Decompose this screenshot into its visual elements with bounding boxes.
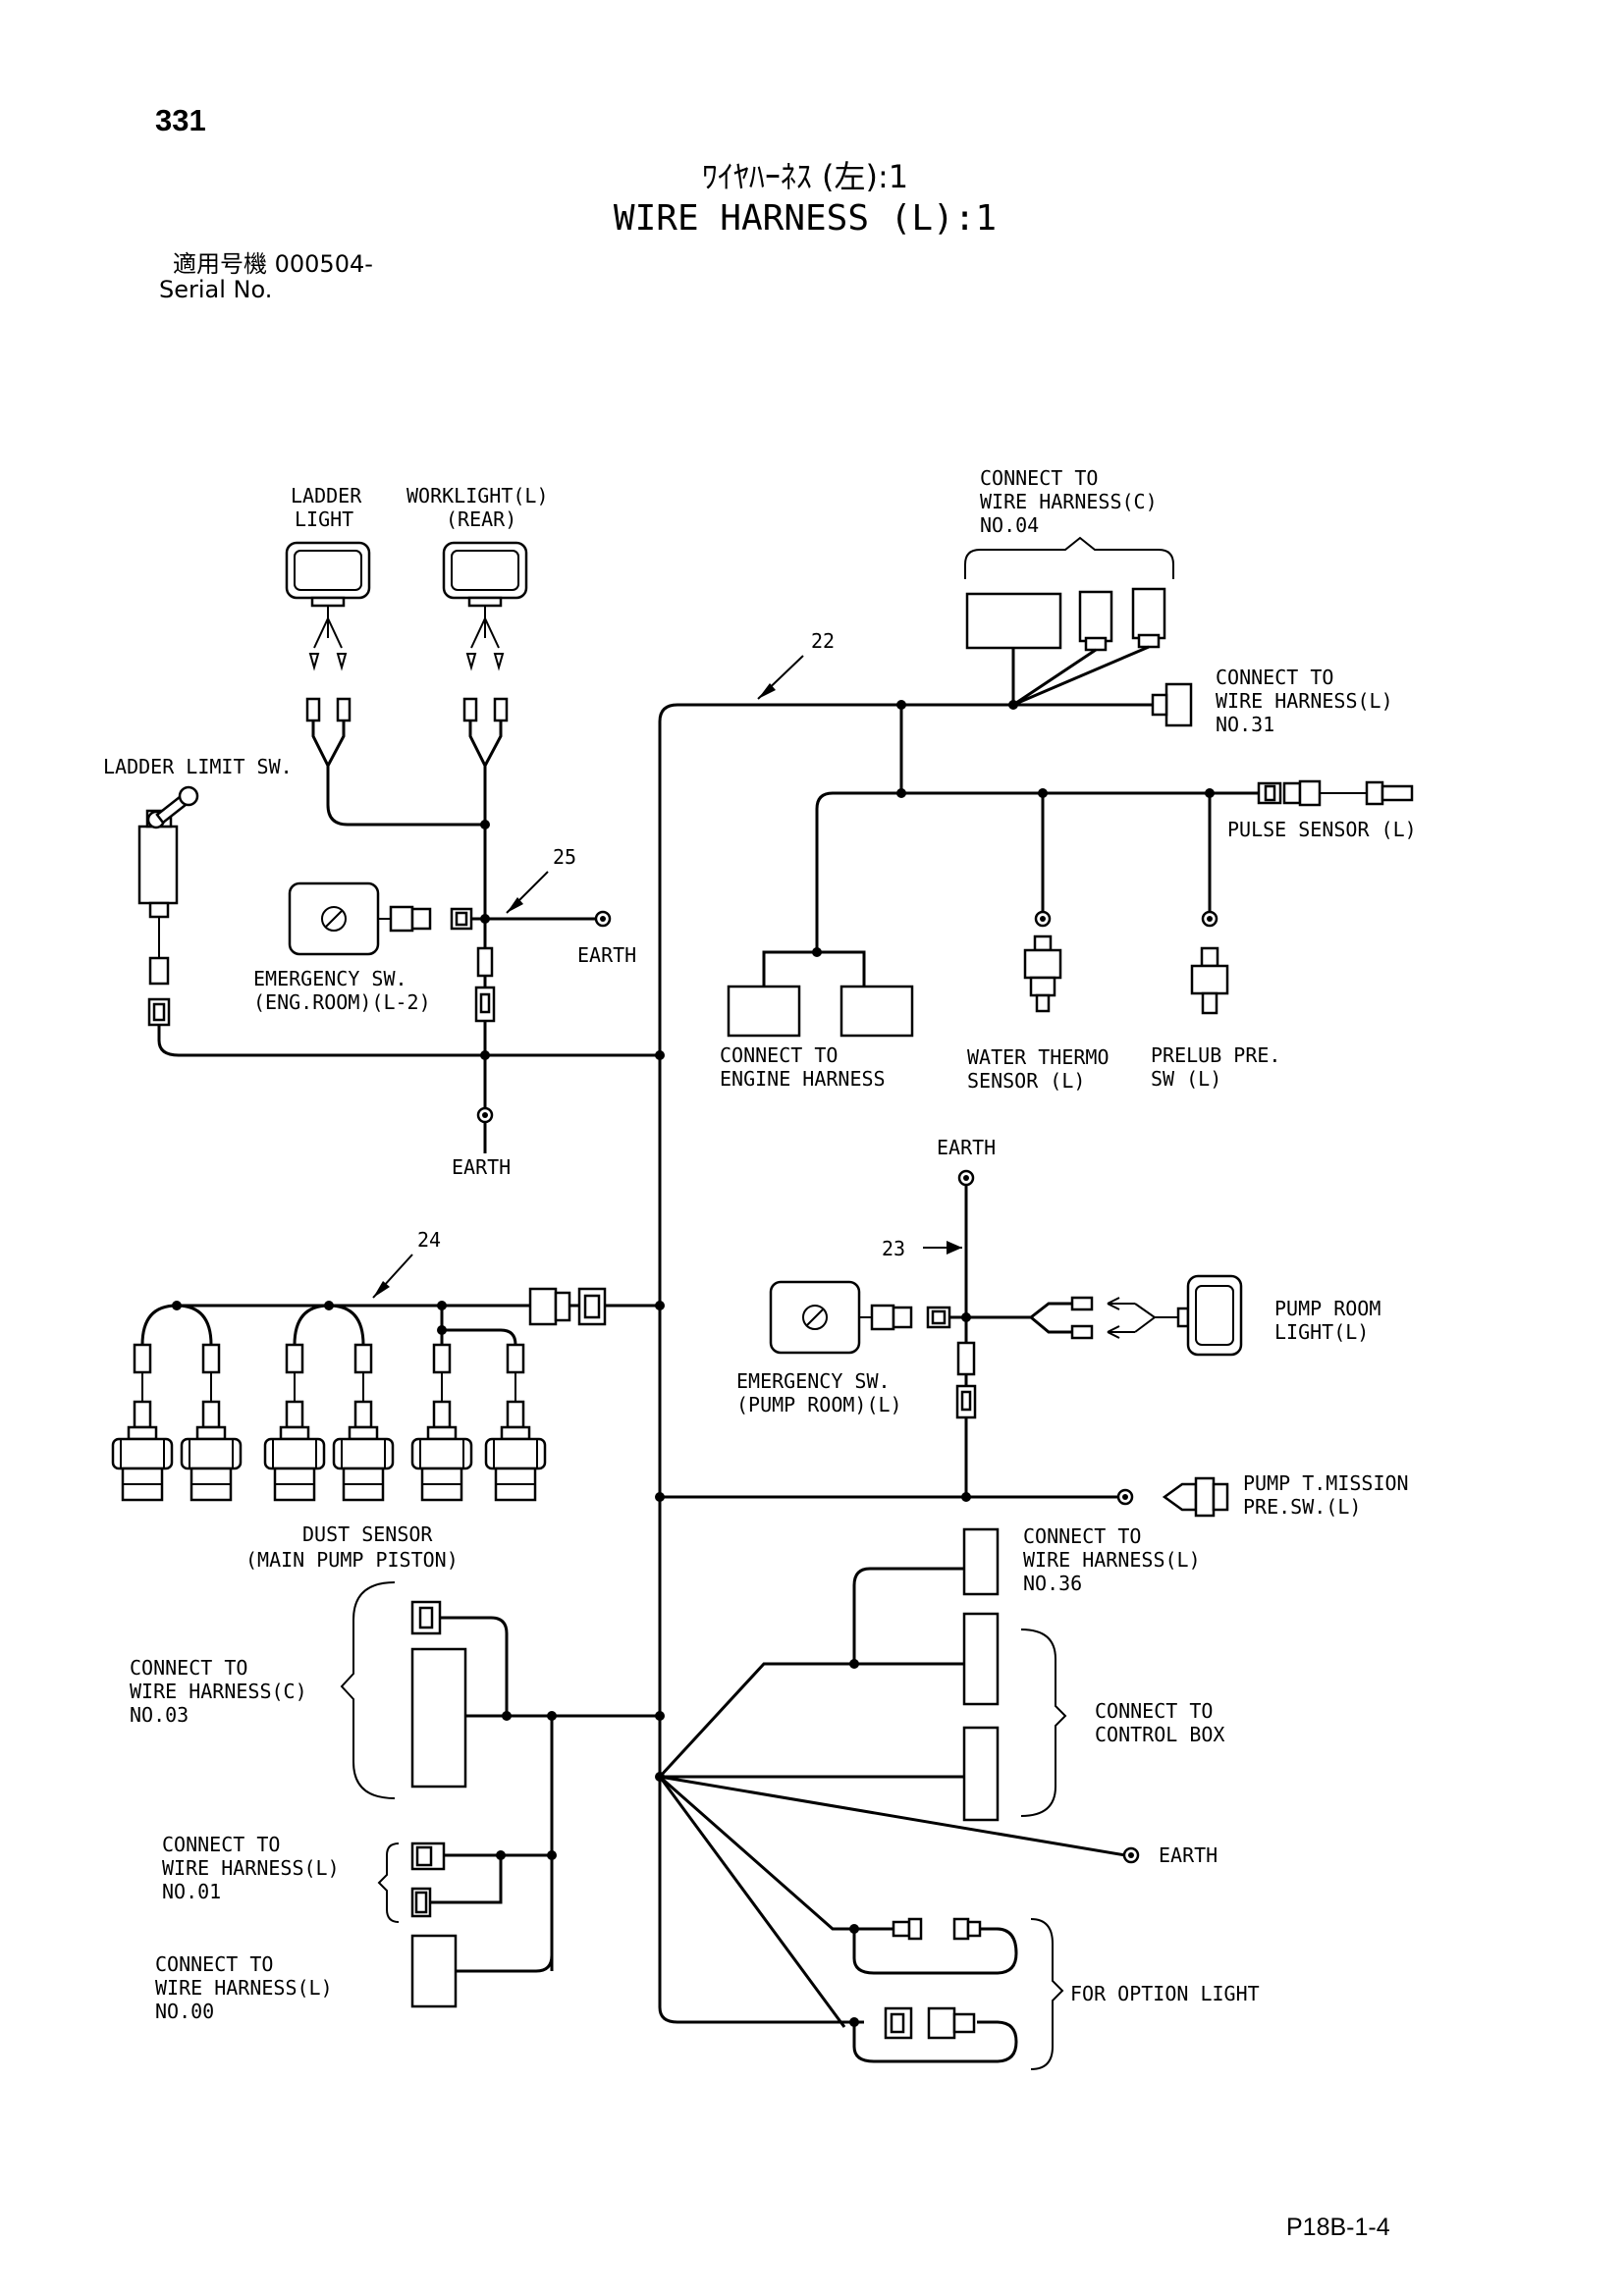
label-conn-l36-3: NO.36 [1023,1572,1082,1595]
label-conn-l01-1: CONNECT TO [162,1833,280,1856]
footer-code: P18B-1-4 [1286,2214,1390,2241]
dust-sensor [410,1343,473,1502]
label-worklight-1: WORKLIGHT(L) [406,484,549,507]
callout-25-label: 25 [553,845,576,869]
label-water-1: WATER THERMO [967,1045,1110,1069]
label-earth-upper: EARTH [577,943,636,967]
dust-sensor [111,1343,174,1502]
dust-sensor [484,1343,547,1502]
ladder-light [285,541,487,827]
page-number: 331 [155,103,206,137]
label-emerg-pump-2: (PUMP ROOM)(L) [736,1393,902,1416]
label-conn-l00-3: NO.00 [155,2000,214,2023]
label-conn-c04-3: NO.04 [980,513,1039,537]
wire-harness-c-no04 [964,536,1174,710]
callout-22: 22 [757,629,835,700]
label-prelub-1: PRELUB PRE. [1151,1043,1280,1067]
label-option-light: FOR OPTION LIGHT [1070,1982,1260,2005]
label-earth-lower: EARTH [452,1155,511,1179]
label-conn-c03-1: CONNECT TO [130,1656,247,1680]
serial-block: 適用号機 000504- Serial No. [159,251,373,302]
label-conn-l31-1: CONNECT TO [1216,666,1333,689]
dust-sensor [180,1343,243,1502]
label-prelub-2: SW (L) [1151,1067,1221,1091]
label-dust-1: DUST SENSOR [302,1522,433,1546]
water-thermo-sensor [1023,793,1062,1013]
label-pump-light-2: LIGHT(L) [1274,1320,1369,1344]
label-conn-eng-1: CONNECT TO [720,1043,838,1067]
label-conn-c04-1: CONNECT TO [980,466,1098,490]
label-conn-l01-2: WIRE HARNESS(L) [162,1856,340,1880]
label-conn-l01-3: NO.01 [162,1880,221,1903]
label-water-2: SENSOR (L) [967,1069,1085,1093]
engine-harness-connectors [727,947,914,1038]
title-japanese: ﾜｲﾔﾊｰﾈｽ (左):1 [701,158,909,195]
label-conn-c04-2: WIRE HARNESS(C) [980,490,1158,513]
dust-sensors [111,1343,547,1502]
label-pulse-sensor: PULSE SENSOR (L) [1227,818,1417,841]
dust-sensor [332,1343,395,1502]
label-ladder-light-1: LADDER [291,484,362,507]
label-conn-l31-2: WIRE HARNESS(L) [1216,689,1393,713]
label-conn-l31-3: NO.31 [1216,713,1274,736]
prelub-pressure-switch [1190,793,1229,1015]
label-pump-light-1: PUMP ROOM [1274,1297,1380,1320]
main-trunk-wire [658,703,1011,2024]
pump-room-circuit [769,1169,1243,1497]
label-conn-c03-3: NO.03 [130,1703,189,1727]
callout-24: 24 [372,1228,441,1299]
pump-transmission-switch [655,1476,1229,1518]
earth-lower-left [476,1055,494,1124]
diagram-labels: LADDER LIGHT WORKLIGHT(L) (REAR) LADDER … [103,466,1417,2023]
label-ctrl-box-1: CONNECT TO [1095,1699,1213,1723]
emergency-switch-eng-room [288,881,612,1023]
label-emerg-eng-2: (ENG.ROOM)(L-2) [253,990,431,1014]
label-emerg-eng-1: EMERGENCY SW. [253,967,407,990]
label-emerg-pump-1: EMERGENCY SW. [736,1369,891,1393]
page-title: WIRE HARNESS (L):1 [613,198,998,239]
label-dust-2: (MAIN PUMP PISTON) [245,1548,459,1572]
callout-22-label: 22 [811,629,835,653]
callout-25: 25 [506,845,576,914]
sensor-branch-wire [815,788,1259,952]
callout-24-label: 24 [417,1228,441,1252]
option-light-connectors [849,1917,1064,2070]
harness-l-no01-branch [377,1842,557,1923]
label-worklight-2: (REAR) [446,507,516,531]
label-conn-l36-1: CONNECT TO [1023,1524,1141,1548]
label-pump-tm-2: PRE.SW.(L) [1243,1495,1361,1519]
right-fan-out [655,1527,1140,2028]
serial-en: Serial No. [159,276,273,303]
label-ladder-limit: LADDER LIMIT SW. [103,755,293,778]
label-ladder-light-2: LIGHT [295,507,353,531]
harness-l-no00-branch [410,1934,554,2008]
label-conn-c03-2: WIRE HARNESS(C) [130,1680,307,1703]
label-earth-pump: EARTH [937,1136,996,1159]
wire-harness-l-no31 [896,682,1193,793]
pulse-sensor [1209,779,1414,815]
callout-23: 23 [882,1237,905,1260]
label-conn-l00-1: CONNECT TO [155,1952,273,1976]
label-ctrl-box-2: CONTROL BOX [1095,1723,1224,1746]
label-pump-tm-1: PUMP T.MISSION [1243,1471,1409,1495]
harness-c-no03-branch [340,1581,665,1971]
ladder-limit-switch [137,785,665,1060]
label-earth-right: EARTH [1159,1843,1218,1867]
serial-jp: 適用号機 000504- [173,250,373,278]
dust-sensor-harness [140,1287,665,1346]
label-conn-l36-2: WIRE HARNESS(L) [1023,1548,1201,1572]
label-conn-eng-2: ENGINE HARNESS [720,1067,886,1091]
callout-23-label: 23 [882,1237,905,1260]
dust-sensor [263,1343,326,1502]
label-conn-l00-2: WIRE HARNESS(L) [155,1976,333,2000]
